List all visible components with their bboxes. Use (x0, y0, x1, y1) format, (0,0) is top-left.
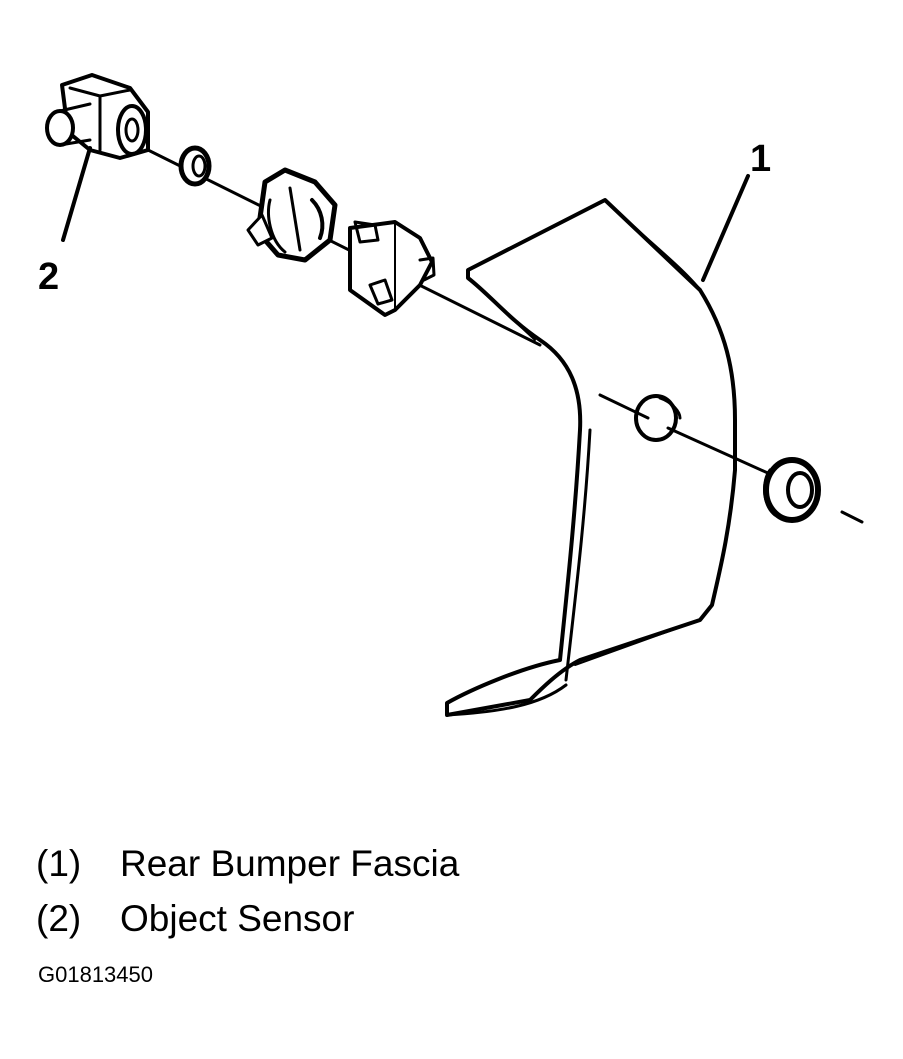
callout-label-1: 1 (750, 138, 772, 180)
object-sensor (45, 73, 150, 160)
leader-line-1 (701, 174, 750, 282)
legend-item: (2) Object Sensor (36, 900, 354, 937)
sensor-bezel (763, 457, 821, 523)
legend-label: Object Sensor (120, 898, 355, 939)
legend-item: (1) Rear Bumper Fascia (36, 845, 459, 882)
exploded-view-diagram (45, 73, 864, 717)
sensor-grommet (178, 145, 212, 187)
assembly-axis-dash (840, 510, 864, 524)
legend-number: (1) (36, 843, 82, 884)
figure-id: G01813450 (38, 962, 153, 987)
sensor-bracket (348, 220, 436, 317)
assembly-axis-line (146, 148, 772, 476)
legend-label: Rear Bumper Fascia (120, 843, 460, 884)
callout-label-2: 2 (38, 256, 60, 298)
legend-number: (2) (36, 898, 82, 939)
sensor-retainer (246, 167, 338, 263)
rear-bumper-fascia (445, 198, 737, 717)
leader-line-2 (61, 146, 92, 242)
